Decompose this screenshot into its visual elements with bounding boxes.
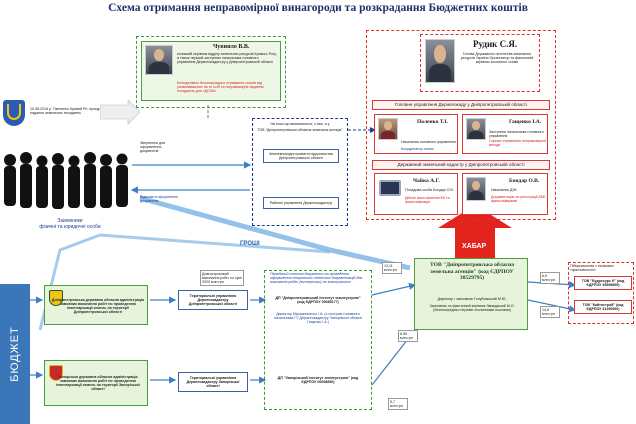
institute-note: Переданий технічні документи на проведен… [270,272,363,285]
dp-zap: ДП "Запорізький інститут землеустрою" (к… [277,376,359,385]
amount-5: 5,7 млн.грн [388,398,408,411]
chubulo-group: Чувиило В.В. колишній керівник відділу з… [136,36,286,108]
fictitious-group [568,262,634,324]
bondar-photo [466,177,486,201]
center-group: На поки що вимагаються, з тим, а у ТОВ "… [252,118,348,226]
center-item2: Районні управління Держгеокадастру [263,197,339,210]
rudyk-name: Рудик С.Я. [473,39,518,49]
customers-caption: Замовники фізичні та юридичні особи [35,218,105,230]
dzk-title: Державний земельний кадастр у Дніпропетр… [397,162,525,167]
customers-caption-2: фізичні та юридичні особи [39,224,101,230]
center-item1: Землевпорядні приватні підприємства Дніп… [263,149,339,164]
contract-note: Довгостроковий виконання робіт по сумі 2… [200,270,244,287]
chaika-name: Чайка А.Г. [413,178,440,184]
sub1-box: ТОВ "Будресурс К" (код ЄДРПОУ 39898855) [574,276,632,291]
bribe-arrow [438,205,512,258]
dnipro-region-box: Дніпропетровська державна обласна адміні… [44,285,148,325]
bondar-card: Бондар О.В. Начальник ДЗК Документацію п… [462,173,548,215]
amount-2: 6,9 млн.грн. [540,272,560,285]
rudyk-card: Рудик С.Я. Голова Державного агентства з… [420,34,540,92]
polienko-desc: Начальник головного управління [401,140,456,144]
dnipro-region-text: Дніпропетровська державна обласна адміні… [51,298,145,315]
chaika-card: Чайка А.Г. Посадова особа Бондар О.В. Ді… [374,173,458,215]
chaika-role: Дійсне виготовлення КБ та фальсифікація [405,196,450,205]
top-note: 10.08.2016 р. Панченко Кривий Ріг, проку… [30,107,117,116]
dnipro-emblem-icon [49,290,63,306]
coat-of-arms-icon [3,100,25,126]
budget-label: БЮДЖЕТ [9,326,21,382]
zap-emblem-icon [49,365,63,381]
bondar-name: Бондар О.В. [509,178,540,184]
sub2-box: ТОВ "Кайтострой" (код ЄДРПОУ 31296960) [574,300,632,315]
center-line2: ТОВ "Дніпропетровська обласна земельна а… [257,128,343,132]
tu-zap-box: Територіальні управління Держгеокадастру… [178,372,248,393]
gashchenko-card: Гащенко І.А. Заступник начальника головн… [462,114,548,154]
zap-region-text: Запорізька державна обласна адміністраці… [56,375,140,392]
chubulo-desc: колишній керівник відділу земельних ресу… [177,52,277,65]
rudyk-photo [425,39,455,83]
dp-dnipro-director: Директор Мірошниченко І.А. (є сестрою го… [274,312,362,325]
dp-dnipro: ДП "Дніпропетровський інститут землеустр… [275,296,361,305]
institutes-group [264,270,372,410]
budget-bar: БЮДЖЕТ [0,284,30,424]
rudyk-desc: Голова Державного агентства земельних ре… [460,52,534,65]
gu-title: Головне управління Держгеокаду у Дніпроп… [395,102,527,107]
zap-region-box: Запорізька державна обласна адміністраці… [44,360,148,406]
gashchenko-photo [466,118,486,140]
agency-box: ТОВ "Дніпропетровська обласна земельна а… [414,258,528,330]
agency-director: Директор і засновник Голубовський М.Ю. [437,297,507,301]
rudyk-group [366,30,556,220]
customers-caption-1: Замовники [57,218,83,224]
chubulo-note: Безпідставно безпосередньо отримання кош… [177,81,264,94]
agency-name: ТОВ "Дніпропетровська обласна земельна а… [429,262,515,282]
amount-1: 13,11 млн.грн [382,262,402,275]
tu-dnipro-box: Територіальні управління Держгеокадастру… [178,290,248,311]
polienko-photo [378,118,398,140]
polienko-name: Поленко Т.І. [417,119,448,125]
computer-icon [379,180,401,196]
polienko-card: Поленко Т.І. Начальник головного управлі… [374,114,458,154]
polienko-role: Координатор схеми [401,147,434,151]
gashchenko-name: Гащенко І.А. [509,119,542,125]
fictitious-title: Підприємства з ознаками «фіктивності» [570,264,614,273]
bondar-desc: Начальник ДЗК [491,188,517,192]
money-label: ГРОШІ [240,241,260,247]
top-note-arrow [99,99,141,125]
gashchenko-desc: Заступник начальника головного управлінн… [489,130,544,139]
page-title: Схема отримання неправомірної винагороди… [108,2,528,14]
gu-header: Головне управління Держгеокаду у Дніпроп… [372,100,550,110]
amount-3: 6,95 млн.грн [398,330,418,343]
refusal-label: Відмова в оформленні документів [140,195,178,204]
chubulo-photo [145,45,173,75]
chubulo-name: Чувиило В.В. [213,44,250,50]
bondar-role: Документацію по реєстрації КБЕ фальсифік… [491,195,546,204]
center-line1: На поки що вимагаються, з тим, а у [270,122,330,126]
amount-4: 14,6 млн.грн [540,306,560,319]
customers-silhouettes [0,150,132,215]
dzk-header: Державний земельний кадастр у Дніпропетр… [372,160,550,170]
chaika-desc: Посадова особа Бондар О.В. [405,188,454,192]
request-label: Звернення для оформлення документів [140,141,166,154]
agency-note: Засновник та фактичний керівник Звиадзьк… [429,304,515,313]
gashchenko-role: Сприяє отриманню неправомірної вигоди [489,139,547,148]
bribe-label: ХАБАР [462,243,487,250]
